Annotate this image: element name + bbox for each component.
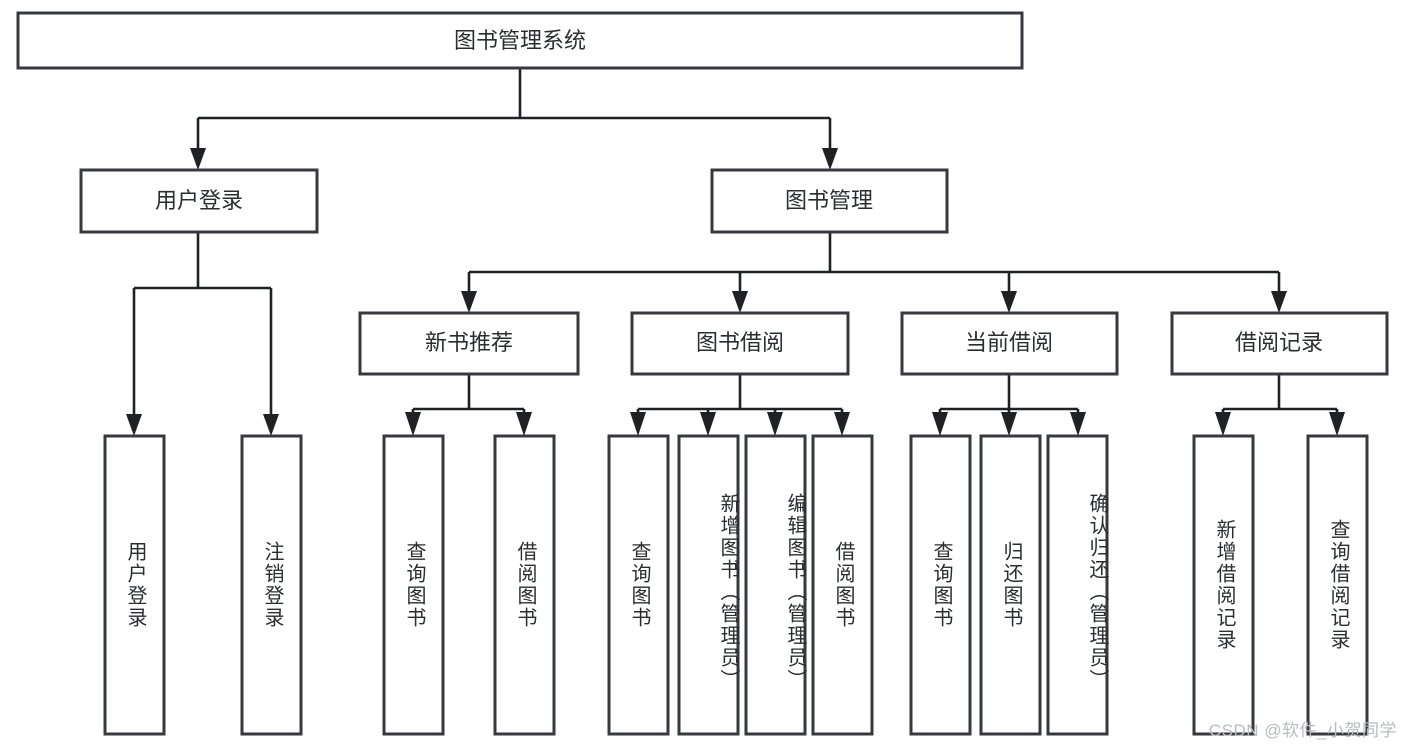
edge-group-new-book-recommend — [405, 374, 532, 436]
node-book-borrow[interactable]: 图书借阅 — [630, 311, 850, 376]
arrowhead-leaf-add-book — [700, 412, 716, 436]
leaf-user-login-box[interactable] — [103, 434, 166, 736]
node-borrow-record[interactable]: 借阅记录 — [1170, 311, 1389, 376]
edge-group-book-management — [461, 232, 1287, 313]
node-root[interactable]: 图书管理系统 — [16, 11, 1024, 70]
node-user-login-box[interactable] — [79, 168, 319, 234]
edge-group-borrow-record — [1215, 374, 1345, 436]
node-user-login-label: 用户登录 — [155, 188, 243, 213]
node-book-management-box[interactable] — [710, 168, 949, 234]
node-book-borrow-label: 图书借阅 — [696, 330, 784, 355]
node-book-management-label: 图书管理 — [785, 188, 873, 213]
arrowhead-user-login — [190, 148, 206, 170]
leaf-query-borrow-record-box[interactable] — [1306, 434, 1369, 736]
node-new-book-recommend[interactable]: 新书推荐 — [358, 311, 580, 376]
leaf-boxes — [103, 434, 1369, 736]
arrowhead-leaf-borrow-book-2 — [834, 412, 850, 436]
node-user-login[interactable]: 用户登录 — [79, 168, 319, 234]
arrowhead-leaf-return-book — [1001, 412, 1017, 436]
arrowhead-leaf-logout-login — [263, 414, 279, 436]
node-book-borrow-box[interactable] — [630, 311, 850, 376]
node-borrow-record-label: 借阅记录 — [1235, 330, 1323, 355]
leaf-query-book-1-box[interactable] — [382, 434, 445, 736]
arrowhead-leaf-query-book-2 — [630, 412, 646, 436]
leaf-edit-book-box[interactable] — [744, 434, 807, 736]
leaf-query-book-2-box[interactable] — [607, 434, 670, 736]
edge-group-root — [190, 68, 838, 170]
node-current-borrow-box[interactable] — [900, 311, 1119, 376]
leaf-borrow-book-2-box[interactable] — [811, 434, 874, 736]
node-new-book-recommend-box[interactable] — [358, 311, 580, 376]
leaf-borrow-book-1-box[interactable] — [493, 434, 556, 736]
node-book-management[interactable]: 图书管理 — [710, 168, 949, 234]
node-new-book-recommend-label: 新书推荐 — [425, 330, 513, 355]
arrowhead-leaf-edit-book — [767, 412, 783, 436]
edge-group-book-borrow — [630, 374, 850, 436]
arrowhead-book-borrow — [732, 291, 748, 313]
node-root-label: 图书管理系统 — [454, 28, 586, 53]
node-root-box[interactable] — [16, 11, 1024, 70]
leaf-add-book-box[interactable] — [677, 434, 740, 736]
leaf-add-borrow-record-box[interactable] — [1192, 434, 1255, 736]
arrowhead-borrow-record — [1271, 291, 1287, 313]
arrowhead-leaf-query-book-3 — [932, 412, 948, 436]
node-current-borrow[interactable]: 当前借阅 — [900, 311, 1119, 376]
leaf-query-book-3-box[interactable] — [909, 434, 972, 736]
arrowhead-leaf-query-book-1 — [405, 412, 421, 436]
arrowhead-leaf-confirm-return — [1070, 412, 1086, 436]
arrowhead-current-borrow — [1001, 291, 1017, 313]
arrowhead-leaf-borrow-book-1 — [516, 412, 532, 436]
arrowhead-leaf-add-borrow-record — [1215, 412, 1231, 436]
arrowhead-leaf-user-login — [126, 414, 142, 436]
edge-group-user-login — [126, 232, 279, 436]
leaf-confirm-return-box[interactable] — [1046, 434, 1109, 736]
edge-group-current-borrow — [932, 374, 1086, 436]
watermark: CSDN @软件_小贺同学 — [1208, 721, 1397, 740]
arrowhead-book-management — [822, 148, 838, 170]
arrowhead-leaf-query-borrow-record — [1329, 412, 1345, 436]
node-current-borrow-label: 当前借阅 — [965, 330, 1053, 355]
arrowhead-new-book-recommend — [461, 291, 477, 313]
leaf-return-book-box[interactable] — [979, 434, 1042, 736]
node-borrow-record-box[interactable] — [1170, 311, 1389, 376]
leaf-logout-login-box[interactable] — [240, 434, 303, 736]
